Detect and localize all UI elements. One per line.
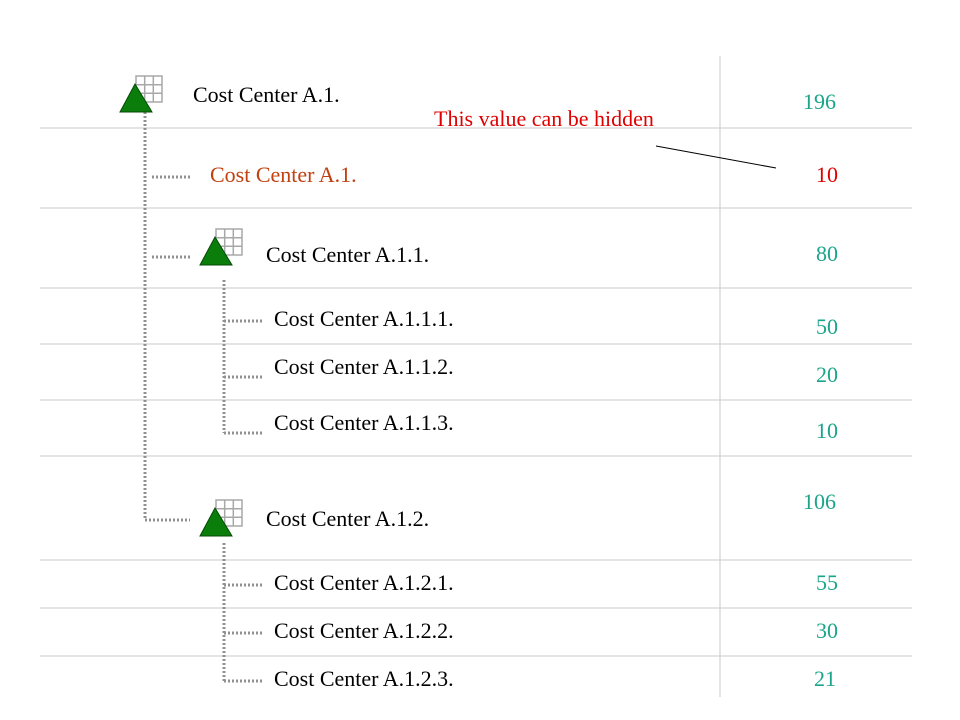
cost-center-label: Cost Center A.1.2.3.: [274, 666, 454, 691]
cost-center-group-icon: [119, 75, 163, 113]
tree-connectors: [143, 112, 264, 683]
cost-center-value: 106: [803, 489, 836, 514]
cost-center-value: 30: [816, 618, 838, 643]
cost-center-value: 21: [814, 666, 836, 691]
cost-center-value: 55: [816, 570, 838, 595]
cost-center-label: Cost Center A.1.1.3.: [274, 410, 454, 435]
cost-center-value-highlighted: 10: [816, 162, 838, 187]
cost-center-label: Cost Center A.1.2.1.: [274, 570, 454, 595]
cost-center-group-icon: [199, 499, 243, 537]
cost-center-label: Cost Center A.1.1.: [266, 242, 430, 267]
cost-center-value: 10: [816, 418, 838, 443]
note-pointer-line: [655, 145, 777, 169]
hidden-value-note: This value can be hidden: [434, 106, 654, 131]
cost-center-group-icon: [199, 228, 243, 266]
cost-center-value: 196: [803, 89, 836, 114]
row-separators: [40, 127, 912, 657]
cost-center-label-highlighted: Cost Center A.1.: [210, 162, 357, 187]
cost-center-label: Cost Center A.1.2.2.: [274, 618, 454, 643]
cost-center-label: Cost Center A.1.1.2.: [274, 354, 454, 379]
cost-center-label: Cost Center A.1.1.1.: [274, 306, 454, 331]
cost-center-value: 20: [816, 362, 838, 387]
cost-center-value: 50: [816, 314, 838, 339]
cost-center-label: Cost Center A.1.2.: [266, 506, 430, 531]
cost-center-label: Cost Center A.1.: [193, 82, 340, 107]
cost-center-value: 80: [816, 241, 838, 266]
